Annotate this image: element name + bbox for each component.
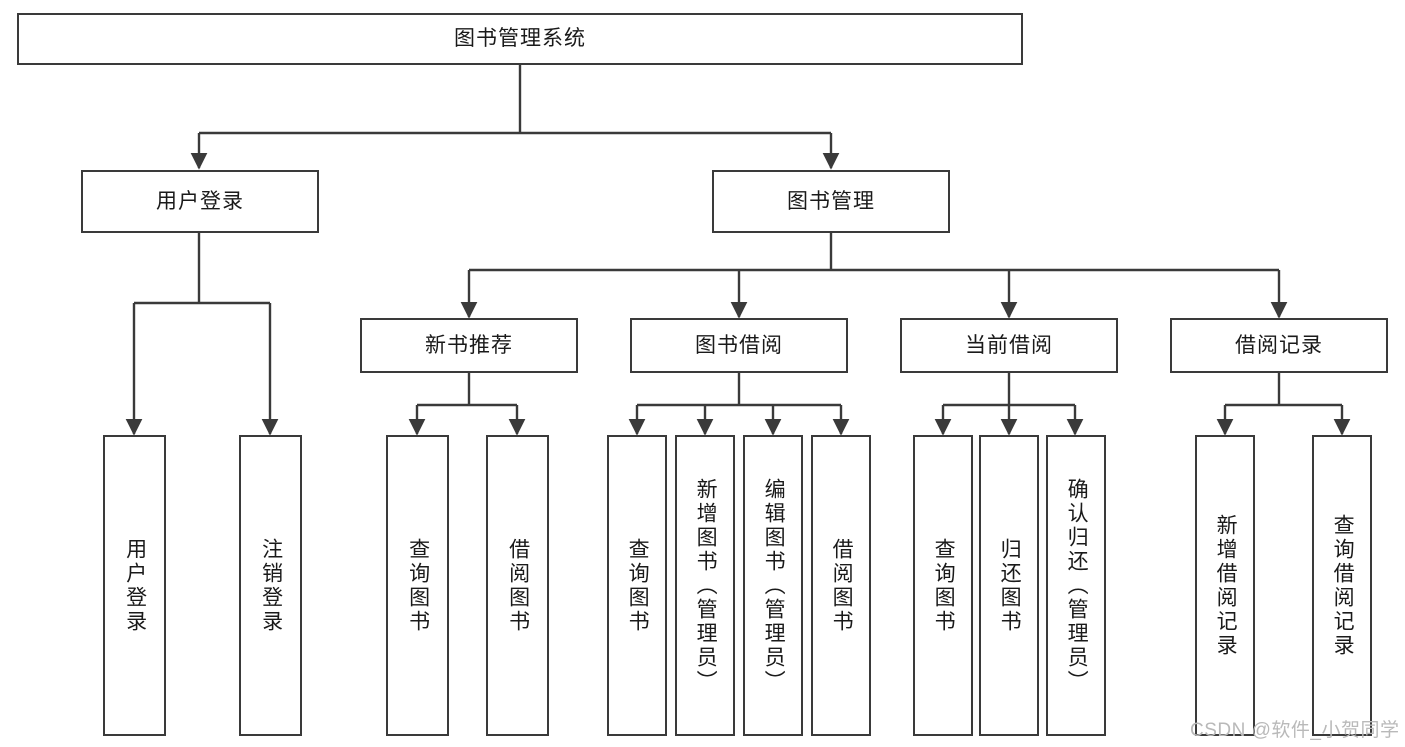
node-leaf-add-book-label: 新增图书（管理员） — [694, 477, 718, 694]
node-borrow-record[interactable]: 借阅记录 — [1170, 318, 1388, 373]
node-leaf-query-record-label: 查询借阅记录 — [1331, 513, 1355, 658]
node-leaf-return-book-label: 归还图书 — [998, 537, 1022, 634]
node-book-management[interactable]: 图书管理 — [712, 170, 950, 233]
node-borrow-record-label: 借阅记录 — [1235, 333, 1323, 357]
node-leaf-confirm-return-label: 确认归还（管理员） — [1065, 477, 1089, 694]
node-new-book-recommend[interactable]: 新书推荐 — [360, 318, 578, 373]
node-leaf-query-book-2[interactable]: 查询图书 — [607, 435, 667, 736]
node-leaf-edit-book-label: 编辑图书（管理员） — [762, 477, 786, 694]
node-book-borrow[interactable]: 图书借阅 — [630, 318, 848, 373]
node-leaf-query-book-1[interactable]: 查询图书 — [386, 435, 449, 736]
node-book-management-label: 图书管理 — [787, 189, 875, 213]
node-leaf-query-book-2-label: 查询图书 — [626, 537, 650, 634]
csdn-watermark: CSDN @软件_小贺同学 — [1190, 720, 1400, 741]
node-leaf-query-record[interactable]: 查询借阅记录 — [1312, 435, 1372, 736]
node-new-book-recommend-label: 新书推荐 — [425, 333, 513, 357]
node-leaf-add-book[interactable]: 新增图书（管理员） — [675, 435, 735, 736]
node-leaf-logout-login[interactable]: 注销登录 — [239, 435, 302, 736]
node-leaf-query-book-3[interactable]: 查询图书 — [913, 435, 973, 736]
node-leaf-logout-login-label: 注销登录 — [259, 537, 283, 634]
node-leaf-return-book[interactable]: 归还图书 — [979, 435, 1039, 736]
node-root-label: 图书管理系统 — [454, 27, 586, 51]
node-leaf-edit-book[interactable]: 编辑图书（管理员） — [743, 435, 803, 736]
node-user-login[interactable]: 用户登录 — [81, 170, 319, 233]
node-leaf-borrow-book-2-label: 借阅图书 — [830, 537, 854, 634]
node-leaf-user-login-label: 用户登录 — [123, 537, 147, 634]
node-current-borrow[interactable]: 当前借阅 — [900, 318, 1118, 373]
node-user-login-label: 用户登录 — [156, 189, 244, 213]
node-leaf-confirm-return[interactable]: 确认归还（管理员） — [1046, 435, 1106, 736]
node-leaf-add-record-label: 新增借阅记录 — [1214, 513, 1238, 658]
node-current-borrow-label: 当前借阅 — [965, 333, 1053, 357]
node-leaf-query-book-1-label: 查询图书 — [406, 537, 430, 634]
node-leaf-borrow-book-1-label: 借阅图书 — [506, 537, 530, 634]
node-leaf-query-book-3-label: 查询图书 — [932, 537, 956, 634]
node-leaf-add-record[interactable]: 新增借阅记录 — [1195, 435, 1255, 736]
node-book-borrow-label: 图书借阅 — [695, 333, 783, 357]
node-leaf-borrow-book-2[interactable]: 借阅图书 — [811, 435, 871, 736]
node-leaf-borrow-book-1[interactable]: 借阅图书 — [486, 435, 549, 736]
node-root[interactable]: 图书管理系统 — [17, 13, 1023, 65]
node-leaf-user-login[interactable]: 用户登录 — [103, 435, 166, 736]
